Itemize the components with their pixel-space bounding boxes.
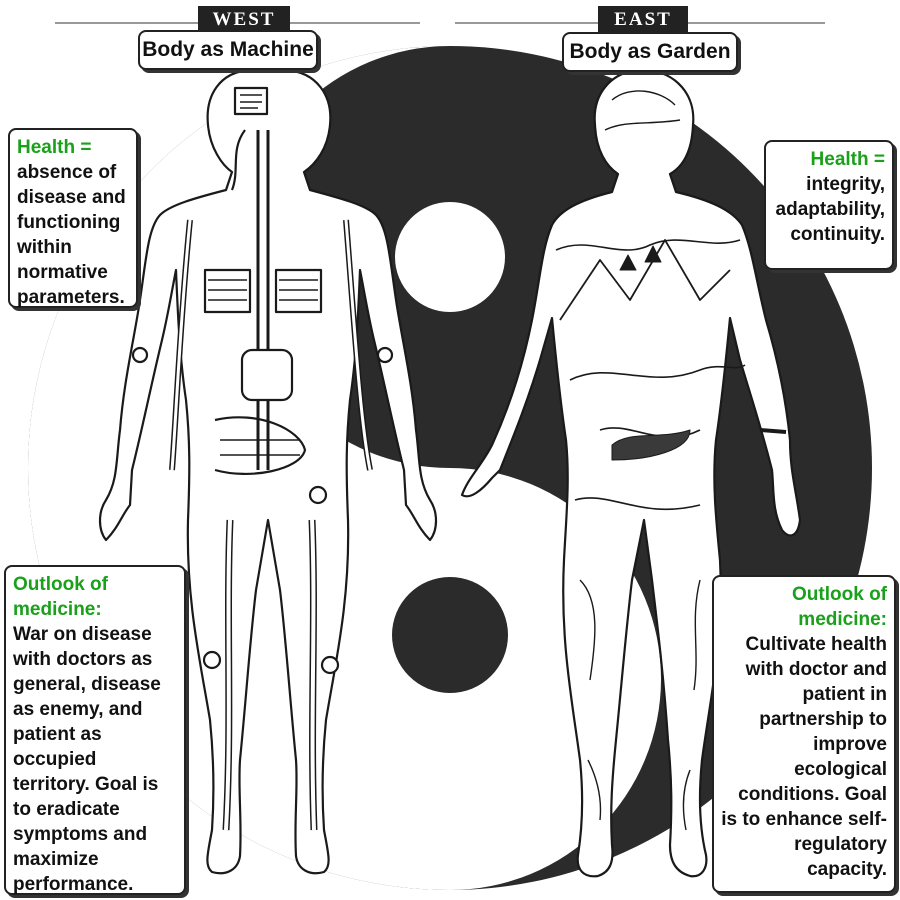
mechanical-human-body-icon [98, 68, 438, 875]
west-title: Body as Machine [138, 30, 318, 70]
landscape-human-body-icon [460, 68, 802, 878]
east-title: Body as Garden [562, 32, 738, 72]
east-health-box: Health = integrity, adaptability, contin… [764, 140, 894, 270]
east-outlook-heading: Outlook of medicine: [792, 584, 887, 630]
east-health-heading: Health = [810, 149, 885, 170]
east-outlook-text: Cultivate health with doctor and patient… [721, 634, 887, 880]
west-label: WEST [198, 6, 290, 33]
east-health-text: integrity, adaptability, continuity. [775, 174, 885, 245]
east-label: EAST [598, 6, 688, 33]
east-outlook-box: Outlook of medicine: Cultivate health wi… [712, 575, 896, 893]
west-outlook-heading: Outlook of medicine: [13, 574, 108, 620]
west-health-heading: Health = [17, 137, 92, 158]
west-outlook-box: Outlook of medicine: War on disease with… [4, 565, 186, 895]
west-outlook-text: War on disease with doctors as general, … [13, 624, 161, 895]
west-health-text: absence of disease and functioning withi… [17, 162, 126, 308]
west-health-box: Health = absence of disease and function… [8, 128, 138, 308]
